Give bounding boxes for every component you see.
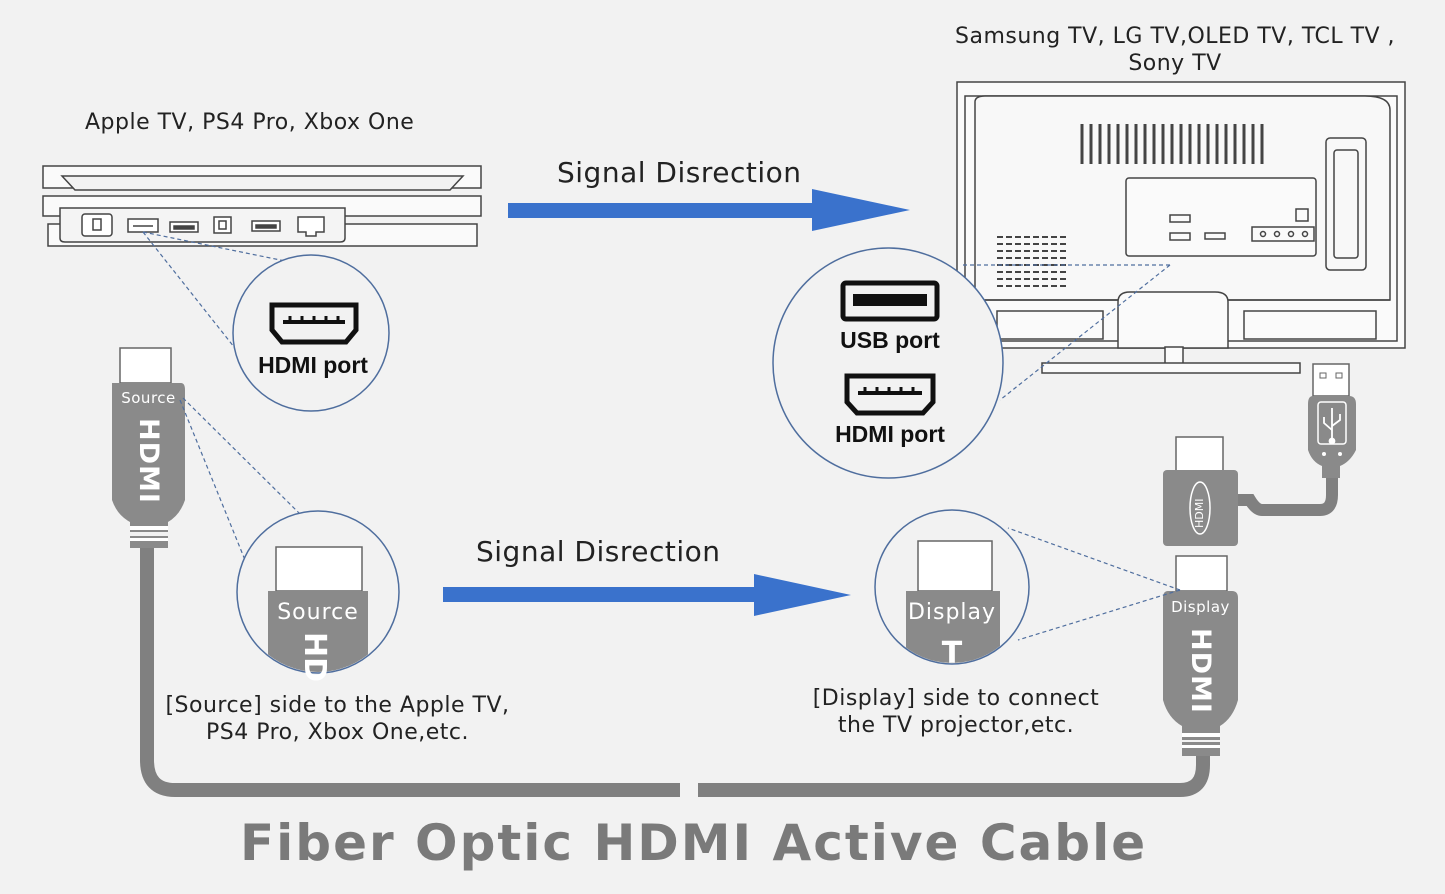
signal-direction-label-top: Signal Disrection	[557, 156, 802, 189]
source-port-zoom-circle	[232, 254, 390, 412]
source-device	[42, 165, 482, 247]
signal-arrow-top	[508, 189, 910, 231]
tv	[956, 81, 1406, 374]
usb-port-icon	[840, 280, 940, 322]
cable	[140, 545, 1210, 797]
optical-port-icon	[213, 216, 232, 234]
display-devices-label-line1: Samsung TV, LG TV,OLED TV, TCL TV ,	[955, 24, 1396, 49]
display-zoom-hdmi-text: T	[941, 636, 963, 671]
source-plug-tip	[119, 347, 172, 384]
source-plug-neck	[130, 536, 168, 548]
tv-usb-port-label: USB port	[840, 327, 940, 353]
source-plug-zoom	[268, 546, 368, 672]
display-connector	[1163, 555, 1238, 756]
display-devices-label-line2: Sony TV	[1128, 51, 1222, 76]
display-plug-zoom	[906, 540, 1000, 663]
cable-left-run	[140, 545, 680, 797]
display-plug-body	[1163, 591, 1238, 740]
signal-arrow-bottom	[443, 574, 851, 616]
source-zoom-text: Source	[277, 600, 359, 625]
hdmi-port-icon	[269, 302, 359, 345]
adapter-hdmi-text: HDMI	[1193, 498, 1206, 528]
source-plug-ring	[130, 526, 168, 530]
signal-direction-label-bottom: Signal Disrection	[476, 535, 721, 568]
source-note-line1: [Source] side to the Apple TV,	[165, 693, 510, 718]
adapter-plug-tip	[1175, 436, 1224, 474]
main-title: Fiber Optic HDMI Active Cable	[240, 814, 1148, 872]
source-connector-text: Source	[121, 389, 176, 407]
display-connector-text: Display	[1171, 598, 1230, 616]
source-note-line2: PS4 Pro, Xbox One,etc.	[206, 720, 469, 745]
usb-plug-tip	[1312, 363, 1350, 397]
display-zoom-text: Display	[907, 600, 997, 625]
hdmi-port-icon	[844, 373, 936, 416]
usb-symbol-icon	[1323, 408, 1341, 445]
source-connector-hdmi-text: HDMI	[133, 418, 164, 504]
source-connector	[112, 347, 185, 548]
tv-ports-zoom-circle	[772, 247, 1004, 479]
display-plug-neck	[1182, 742, 1220, 756]
display-note-line2: the TV projector,etc.	[837, 713, 1075, 738]
source-zoom-hdmi-text: HD	[297, 632, 332, 683]
source-plug-body	[112, 383, 185, 532]
adapter-body	[1163, 470, 1238, 546]
hdmi-port-icon	[127, 218, 159, 233]
cable-right-run	[698, 755, 1210, 797]
adapter	[1163, 363, 1356, 546]
source-hdmi-port-label: HDMI port	[258, 352, 368, 378]
display-connector-hdmi-text: HDMI	[1185, 628, 1216, 714]
usb-port-icon	[169, 221, 199, 233]
tv-vent-top	[1080, 124, 1264, 164]
display-plug-tip	[1175, 555, 1228, 592]
usb-port-icon	[251, 220, 281, 232]
power-port-icon	[81, 213, 113, 237]
display-note-line1: [Display] side to connect	[812, 686, 1100, 711]
tv-hdmi-port-label: HDMI port	[835, 421, 945, 447]
source-devices-label: Apple TV, PS4 Pro, Xbox One	[85, 110, 415, 135]
usb-power-wire	[1238, 470, 1338, 516]
ethernet-port-icon	[297, 216, 325, 237]
leader-lines	[142, 231, 1181, 641]
